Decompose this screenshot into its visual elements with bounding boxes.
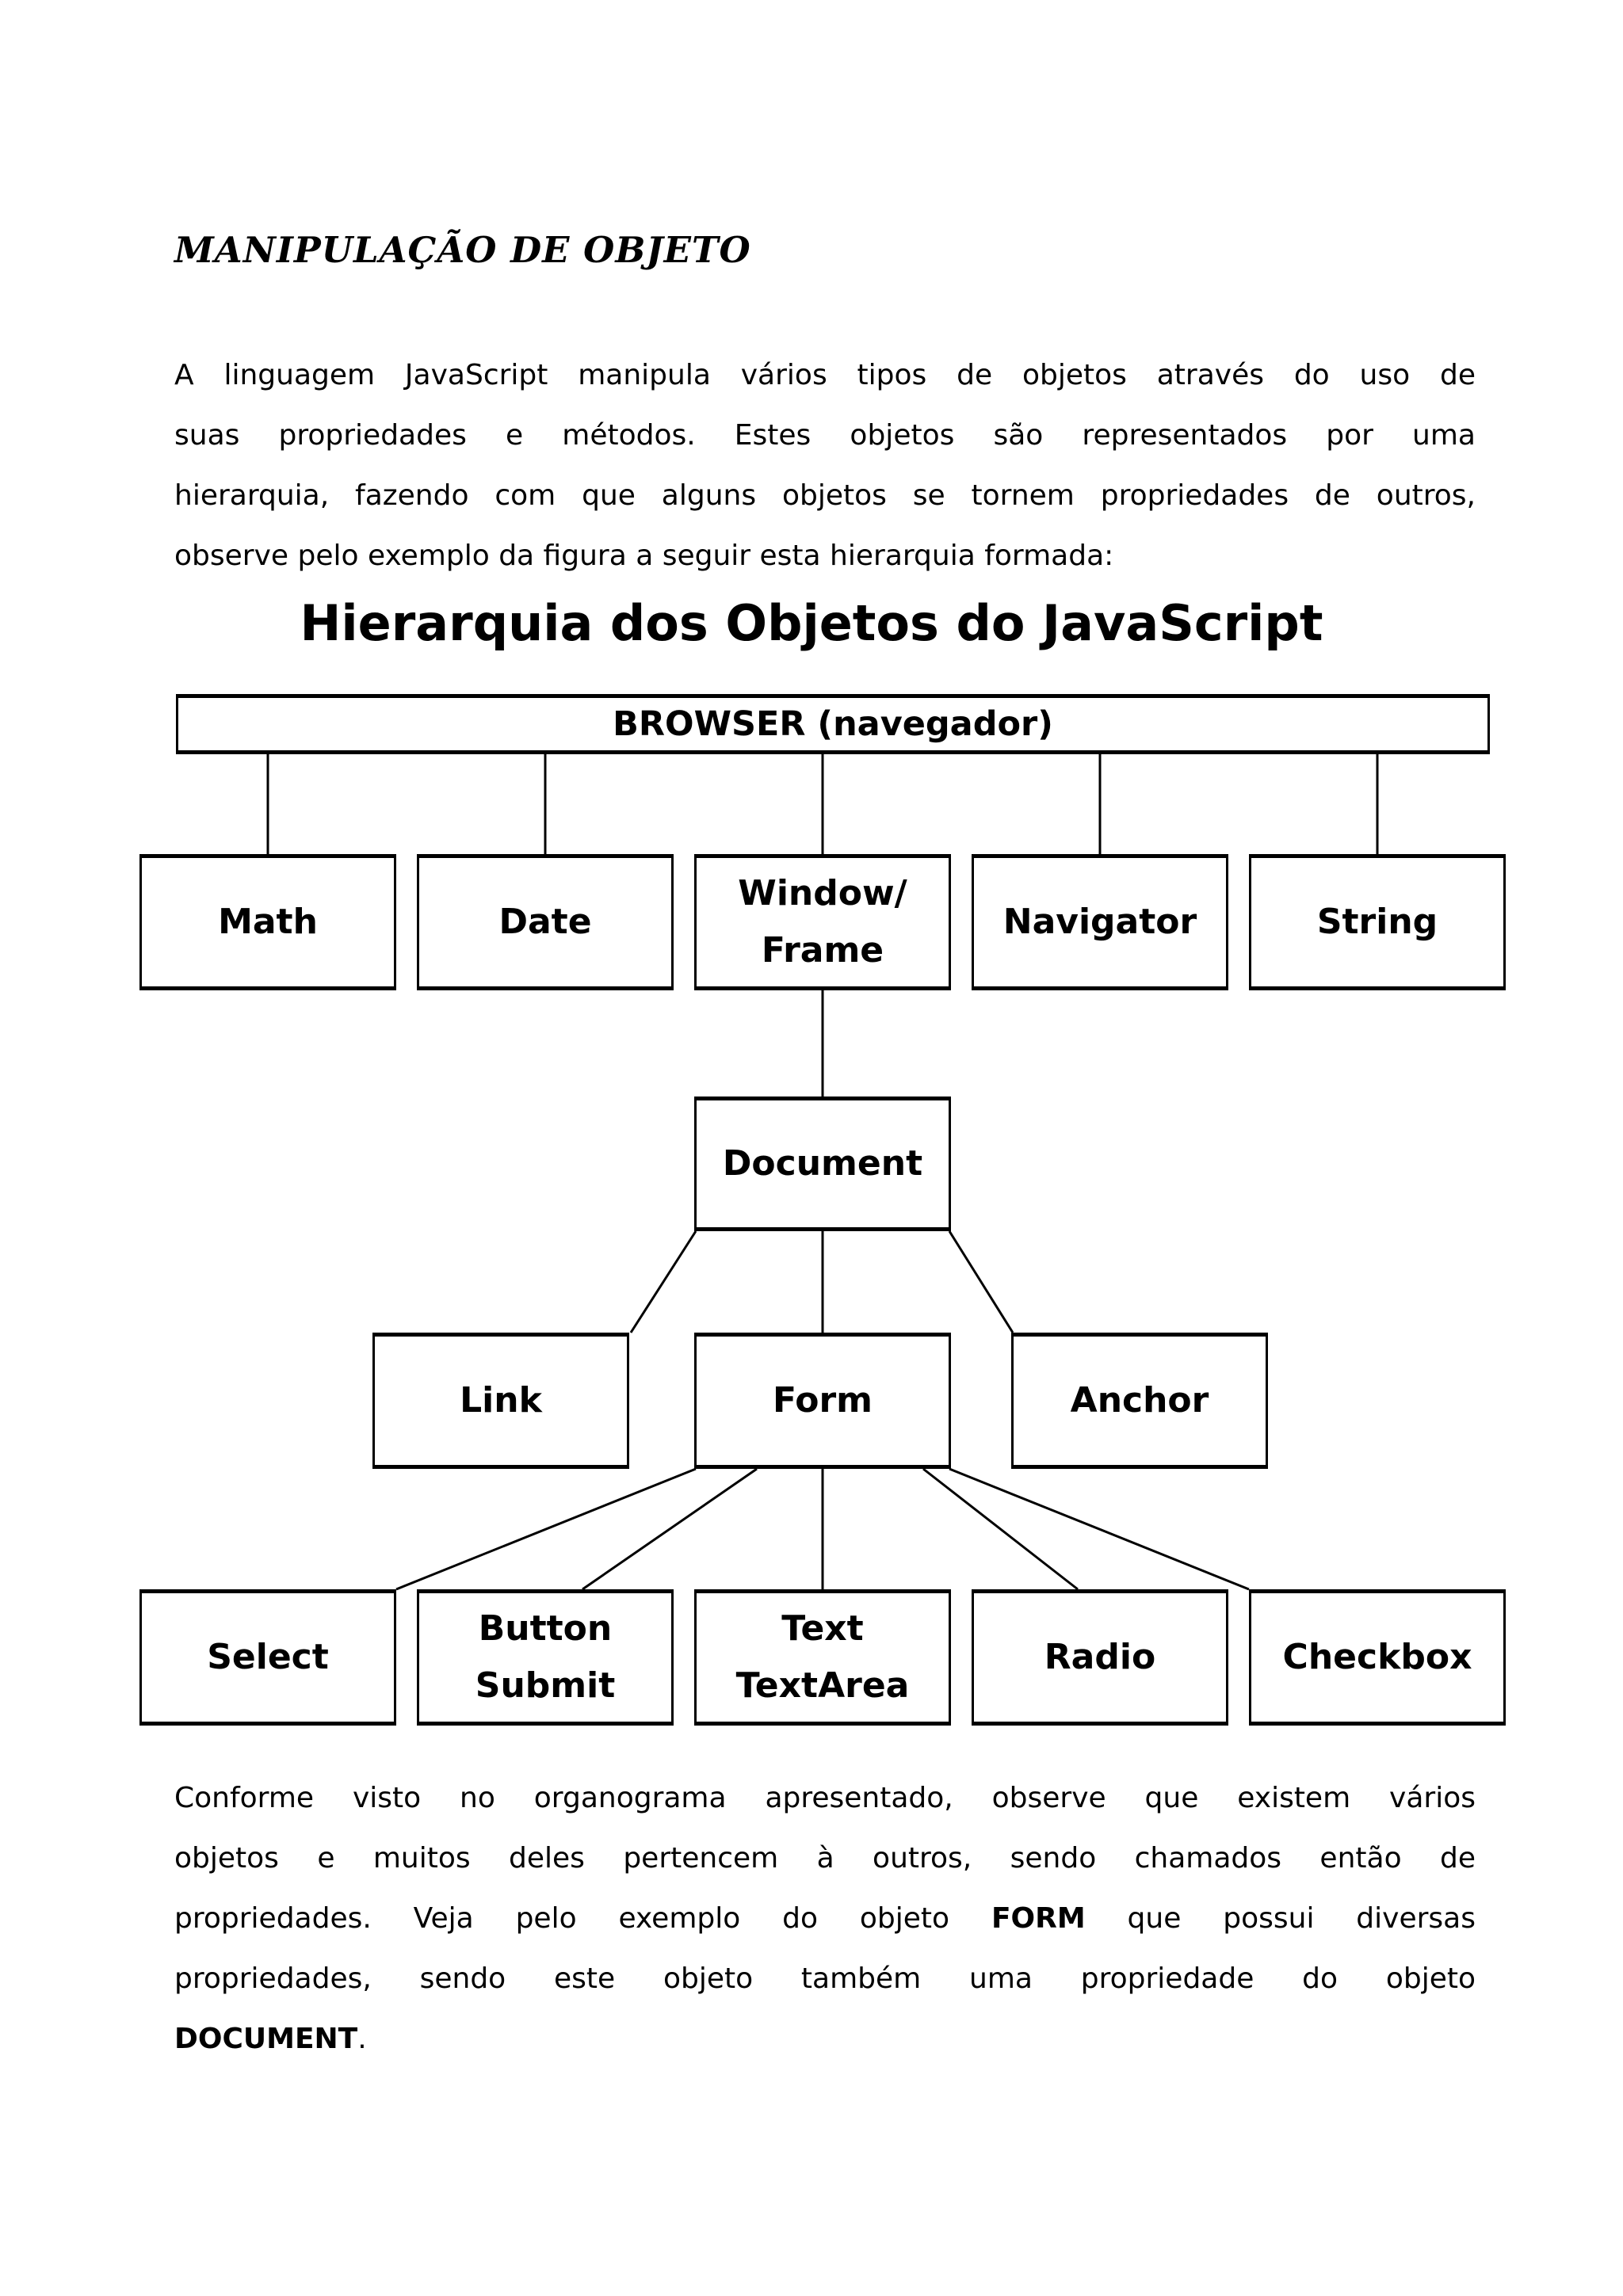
hierarchy-heading: Hierarquia dos Objetos do JavaScript bbox=[300, 594, 1323, 652]
intro-line-4: observe pelo exemplo da figura a seguir … bbox=[174, 540, 1114, 572]
closing-line-3-text: propriedades. Veja pelo exemplo do objet… bbox=[174, 1902, 991, 1935]
node-label: Frame bbox=[761, 930, 884, 971]
node-math: Math bbox=[139, 854, 396, 990]
node-link: Link bbox=[372, 1333, 629, 1469]
node-label: Form bbox=[772, 1380, 873, 1421]
node-label: TextArea bbox=[735, 1665, 910, 1706]
intro-line-1: A linguagem JavaScript manipula vários t… bbox=[174, 359, 1476, 391]
connector-line bbox=[629, 1230, 697, 1333]
node-label: Anchor bbox=[1070, 1380, 1209, 1421]
document-title: MANIPULAÇÃO DE OBJETO bbox=[174, 229, 751, 271]
connector-line bbox=[582, 1467, 758, 1591]
node-browser: BROWSER (navegador) bbox=[176, 694, 1490, 754]
node-label: Navigator bbox=[1002, 902, 1197, 942]
node-label: Select bbox=[207, 1637, 329, 1677]
node-radio: Radio bbox=[972, 1589, 1228, 1726]
node-label: Date bbox=[498, 902, 592, 942]
node-label: Submit bbox=[475, 1665, 616, 1706]
closing-line-3-text-end: que possui diversas bbox=[1085, 1902, 1476, 1935]
node-label: BROWSER (navegador) bbox=[613, 704, 1053, 744]
closing-line-3: propriedades. Veja pelo exemplo do objet… bbox=[174, 1889, 1476, 1949]
intro-line-2: suas propriedades e métodos. Estes objet… bbox=[174, 419, 1476, 452]
connector-line bbox=[948, 1230, 1014, 1333]
node-label: Link bbox=[460, 1380, 542, 1421]
node-form: Form bbox=[694, 1333, 951, 1469]
closing-line-5-end: . bbox=[357, 2023, 367, 2055]
document-bold-text: DOCUMENT bbox=[174, 2023, 358, 2055]
node-navigator: Navigator bbox=[972, 854, 1228, 990]
node-label: Button bbox=[478, 1608, 613, 1649]
node-checkbox: Checkbox bbox=[1249, 1589, 1506, 1726]
closing-line-5: DOCUMENT. bbox=[174, 2009, 1476, 2069]
closing-line-2: objetos e muitos deles pertencem à outro… bbox=[174, 1842, 1476, 1875]
form-bold-text: FORM bbox=[991, 1902, 1086, 1935]
node-select: Select bbox=[139, 1589, 396, 1726]
node-label: Window/ bbox=[738, 873, 907, 913]
node-date: Date bbox=[417, 854, 674, 990]
node-label: String bbox=[1316, 902, 1438, 942]
node-label: Document bbox=[722, 1143, 923, 1184]
node-document: Document bbox=[694, 1097, 951, 1231]
connector-line bbox=[922, 1467, 1079, 1591]
node-anchor: Anchor bbox=[1011, 1333, 1268, 1469]
intro-paragraph: A linguagem JavaScript manipula vários t… bbox=[174, 345, 1476, 586]
closing-line-1: Conforme visto no organograma apresentad… bbox=[174, 1782, 1476, 1814]
node-string: String bbox=[1249, 854, 1506, 990]
node-label: Math bbox=[218, 902, 318, 942]
intro-line-3: hierarquia, fazendo com que alguns objet… bbox=[174, 479, 1476, 512]
connector-line bbox=[395, 1467, 697, 1591]
node-button-submit: Button Submit bbox=[417, 1589, 674, 1726]
node-label: Checkbox bbox=[1282, 1637, 1472, 1677]
node-label: Radio bbox=[1044, 1637, 1156, 1677]
connector-line bbox=[949, 1467, 1250, 1591]
closing-line-4: propriedades, sendo este objeto também u… bbox=[174, 1962, 1476, 1995]
node-text-textarea: Text TextArea bbox=[694, 1589, 951, 1726]
closing-paragraph: Conforme visto no organograma apresentad… bbox=[174, 1768, 1476, 2069]
node-label: Text bbox=[781, 1608, 864, 1649]
node-window-frame: Window/ Frame bbox=[694, 854, 951, 990]
